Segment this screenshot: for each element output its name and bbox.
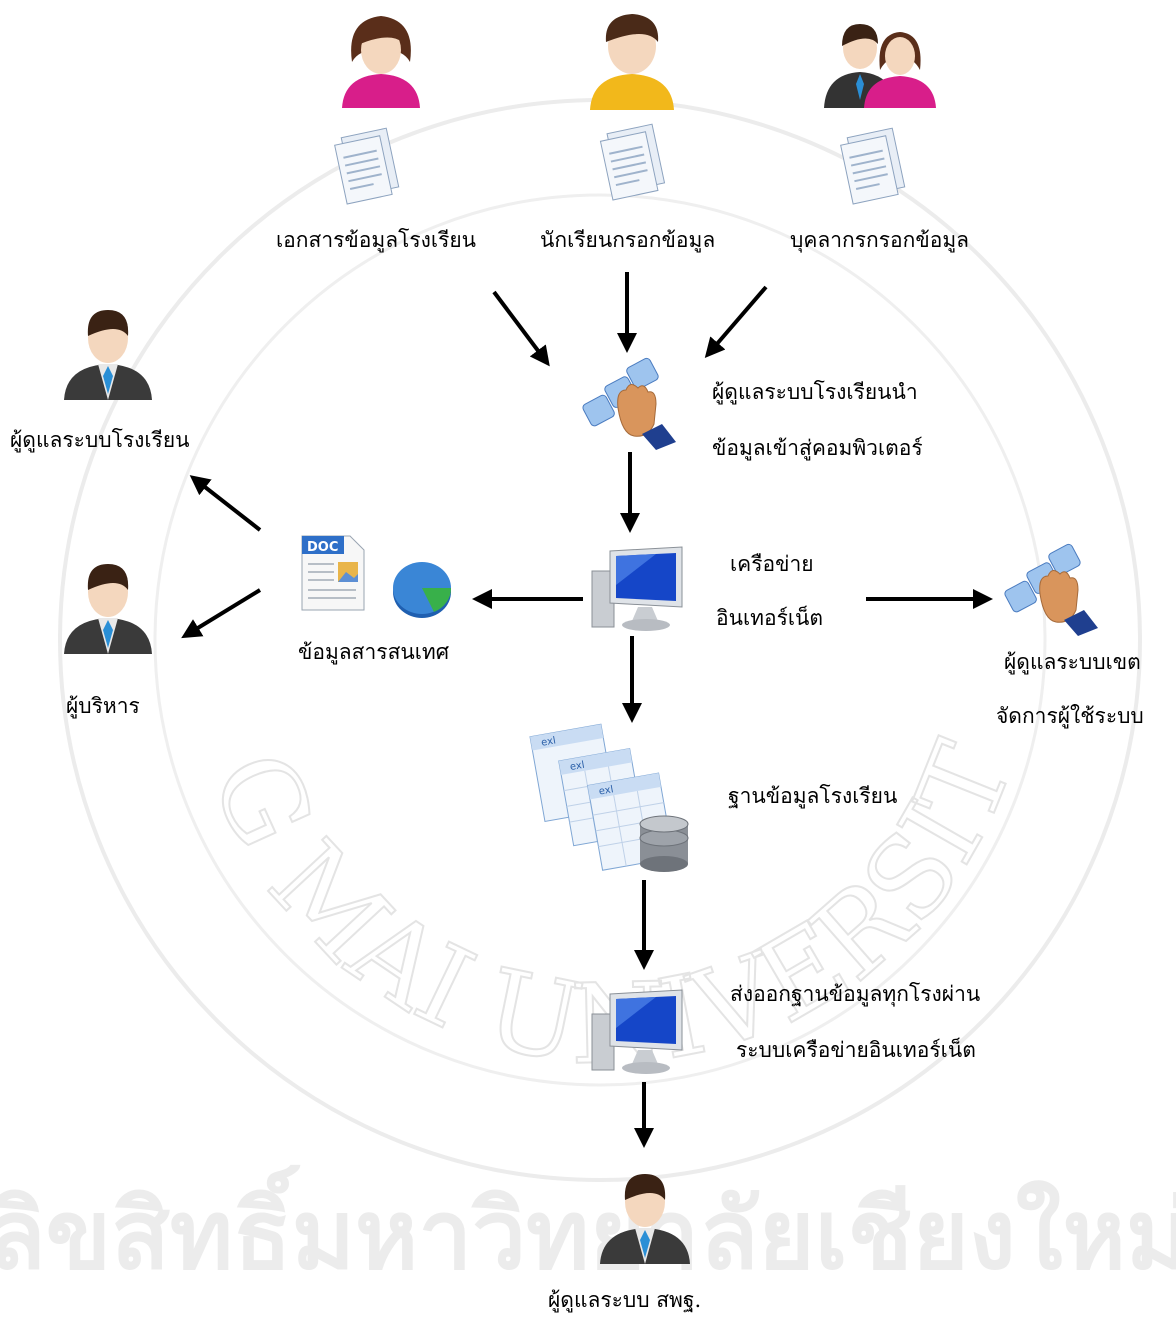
pie-chart-icon (393, 562, 452, 618)
doc-file-icon: DOC (301, 535, 365, 611)
woman-user-icon (342, 16, 420, 108)
label-school-database: ฐานข้อมูลโรงเรียน (728, 784, 898, 808)
area-admin-keyboard-icon (1004, 543, 1098, 636)
label-network-2: อินเทอร์เน็ต (716, 606, 824, 630)
document-stack-icon-2 (599, 123, 666, 201)
label-export-1: ส่งออกฐานข้อมูลทุกโรงผ่าน (730, 982, 981, 1006)
keyboard-hand-icon (582, 357, 676, 450)
document-stack-icon-3 (840, 127, 906, 205)
label-area-admin-1: ผู้ดูแลระบบเขต (1004, 650, 1141, 674)
label-school-admin: ผู้ดูแลระบบโรงเรียน (10, 428, 190, 452)
obec-admin-user-icon (600, 1174, 690, 1264)
document-stack-icon-1 (334, 127, 400, 205)
svg-text:exl: exl (540, 735, 556, 748)
label-obec-admin: ผู้ดูแลระบบ สพฐ. (548, 1288, 702, 1312)
label-export-2: ระบบเครือข่ายอินเทอร์เน็ต (736, 1038, 976, 1062)
svg-text:exl: exl (569, 760, 585, 773)
label-school-admin-input-2: ข้อมูลเข้าสู่คอมพิวเตอร์ (712, 436, 923, 460)
label-student-entry: นักเรียนกรอกข้อมูล (540, 228, 716, 252)
network-computer-icon (591, 546, 683, 631)
label-information: ข้อมูลสารสนเทศ (298, 640, 450, 664)
couple-users-icon (824, 24, 936, 108)
label-area-admin-2: จัดการผู้ใช้ระบบ (996, 704, 1144, 728)
label-school-admin-input-1: ผู้ดูแลระบบโรงเรียนนำ (712, 380, 918, 404)
label-network-1: เครือข่าย (730, 552, 814, 576)
label-executive: ผู้บริหาร (66, 694, 140, 718)
export-computer-icon (591, 989, 683, 1074)
executive-user-icon (64, 564, 152, 654)
student-user-icon (590, 14, 674, 110)
seal-inner-ring (153, 193, 1047, 1087)
school-database-icon: exl exl exl (529, 723, 689, 872)
copyright-banner: ลิขสิทธิ์มหาวิทยาลัยเชียงใหม่ (0, 1164, 1176, 1291)
label-staff-entry: บุคลากรกรอกข้อมูล (790, 228, 970, 252)
svg-text:DOC: DOC (307, 540, 338, 555)
school-admin-user-icon (64, 310, 152, 400)
svg-text:exl: exl (598, 784, 614, 797)
label-school-docs: เอกสารข้อมูลโรงเรียน (276, 228, 477, 252)
